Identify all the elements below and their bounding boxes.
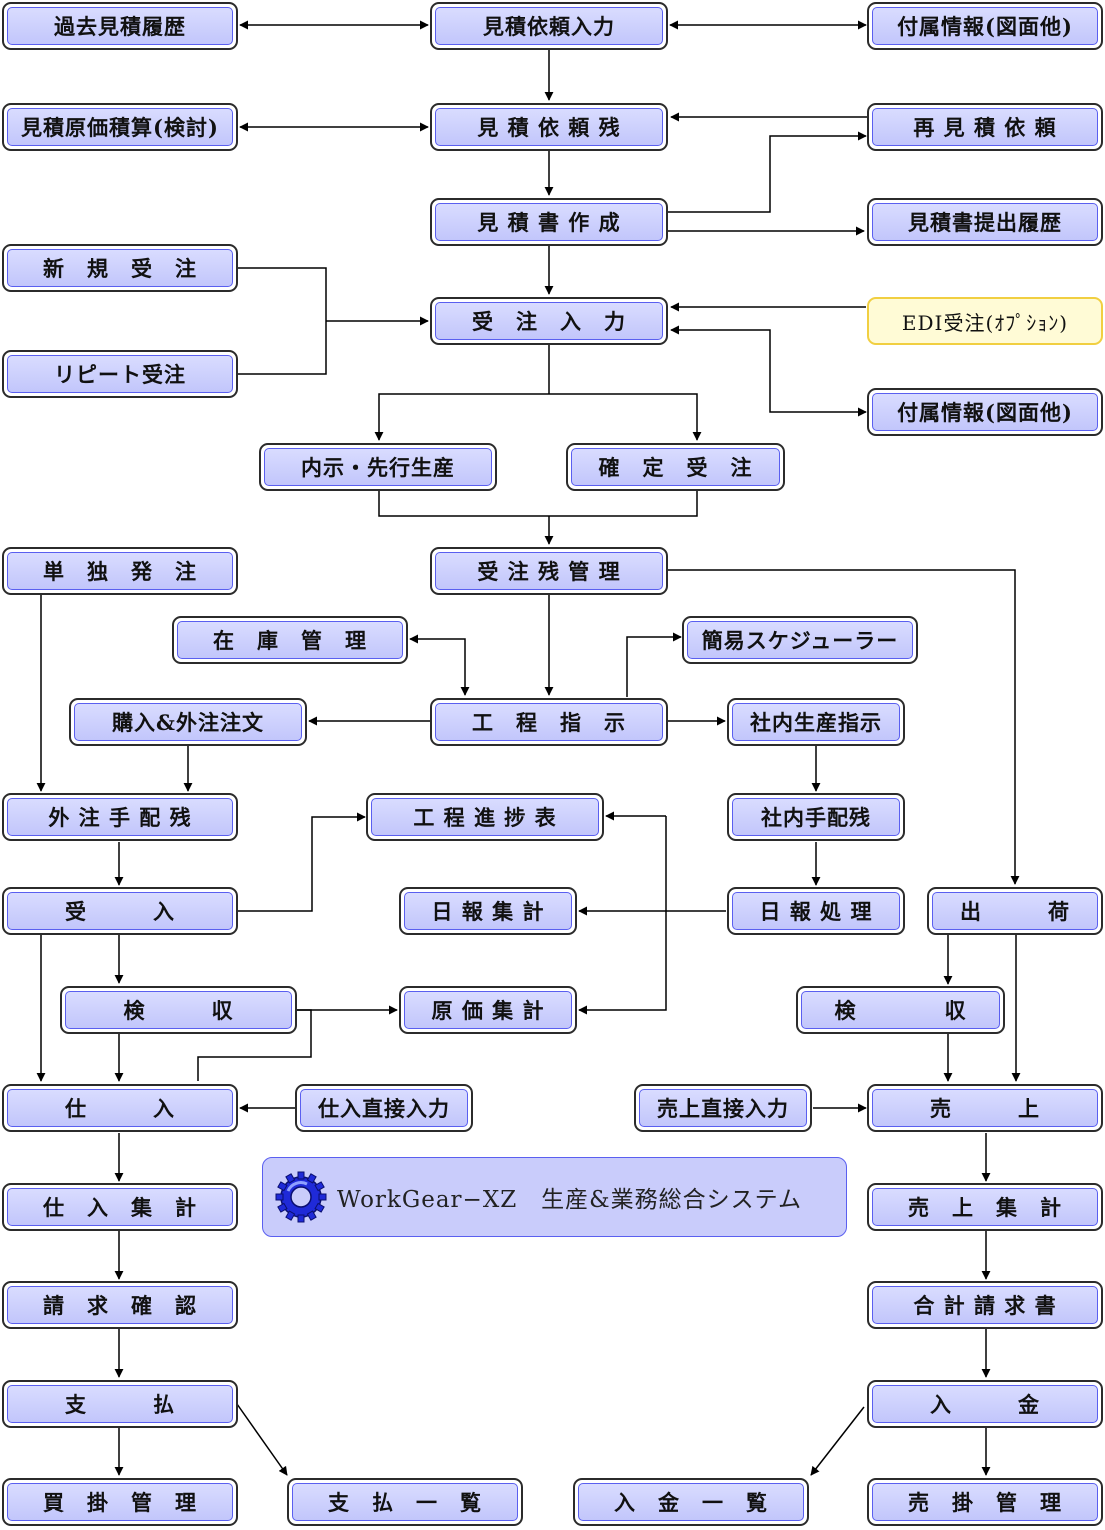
node-receipt[interactable]: 入 金	[867, 1380, 1103, 1428]
node-invoice-confirm[interactable]: 請 求 確 認	[2, 1281, 238, 1329]
node-outsource-backlog[interactable]: 外 注 手 配 残	[2, 793, 238, 841]
node-confirmed-order[interactable]: 確 定 受 注	[566, 443, 785, 491]
node-payables-mgmt[interactable]: 買 掛 管 理	[2, 1478, 238, 1526]
node-receiving[interactable]: 受 入	[2, 887, 238, 935]
node-simple-scheduler[interactable]: 簡易スケジューラー	[682, 616, 918, 664]
node-estimate-submit-history[interactable]: 見積書提出履歴	[867, 198, 1103, 246]
node-inspection-left[interactable]: 検 収	[60, 986, 297, 1034]
node-payment-list[interactable]: 支 払 一 覧	[287, 1478, 523, 1526]
node-provisional-production[interactable]: 内示・先行生産	[259, 443, 497, 491]
banner-title: WorkGear−XZ 生産&業務総合システム	[337, 1187, 802, 1213]
node-purchase-outsource-order[interactable]: 購入&外注注文	[69, 698, 307, 746]
node-repeat-order[interactable]: リピート受注	[2, 350, 238, 398]
node-sales-direct-input[interactable]: 売上直接入力	[634, 1084, 812, 1132]
node-edi-order[interactable]: EDI受注(ｵﾌﾟｼｮﾝ)	[867, 297, 1103, 345]
gear-icon	[275, 1171, 327, 1223]
node-daily-report-process[interactable]: 日 報 処 理	[727, 887, 905, 935]
node-standalone-order[interactable]: 単 独 発 注	[2, 547, 238, 595]
node-payment[interactable]: 支 払	[2, 1380, 238, 1428]
node-shipping[interactable]: 出 荷	[927, 887, 1103, 935]
node-inhouse-backlog[interactable]: 社内手配残	[727, 793, 905, 841]
node-estimate-cost-calc[interactable]: 見積原価積算(検討)	[2, 103, 238, 151]
node-purchase-total[interactable]: 仕 入 集 計	[2, 1183, 238, 1231]
node-purchase[interactable]: 仕 入	[2, 1084, 238, 1132]
node-progress-table[interactable]: 工 程 進 捗 表	[366, 793, 604, 841]
node-estimate-request-input[interactable]: 見積依頼入力	[430, 2, 668, 50]
node-receipt-list[interactable]: 入 金 一 覧	[573, 1478, 809, 1526]
node-daily-report-total[interactable]: 日 報 集 計	[399, 887, 577, 935]
node-inspection-right[interactable]: 検 収	[796, 986, 1005, 1034]
node-sales[interactable]: 売 上	[867, 1084, 1103, 1132]
node-attached-info-top[interactable]: 付属情報(図面他)	[867, 2, 1103, 50]
node-receivables-mgmt[interactable]: 売 掛 管 理	[867, 1478, 1103, 1526]
node-re-estimate-request[interactable]: 再 見 積 依 頼	[867, 103, 1103, 151]
node-total-invoice[interactable]: 合 計 請 求 書	[867, 1281, 1103, 1329]
node-inventory-mgmt[interactable]: 在 庫 管 理	[172, 616, 408, 664]
node-estimate-creation[interactable]: 見 積 書 作 成	[430, 198, 668, 246]
node-sales-total[interactable]: 売 上 集 計	[867, 1183, 1103, 1231]
system-banner: WorkGear−XZ 生産&業務総合システム	[262, 1157, 847, 1237]
node-order-backlog-mgmt[interactable]: 受 注 残 管 理	[430, 547, 668, 595]
node-purchase-direct-input[interactable]: 仕入直接入力	[295, 1084, 473, 1132]
node-new-order[interactable]: 新 規 受 注	[2, 244, 238, 292]
node-inhouse-production[interactable]: 社内生産指示	[727, 698, 905, 746]
node-process-instruction[interactable]: 工 程 指 示	[430, 698, 668, 746]
node-attached-info-mid[interactable]: 付属情報(図面他)	[867, 388, 1103, 436]
node-cost-total[interactable]: 原 価 集 計	[399, 986, 577, 1034]
node-order-input[interactable]: 受 注 入 力	[430, 297, 668, 345]
node-past-estimate-history[interactable]: 過去見積履歴	[2, 2, 238, 50]
node-estimate-request-backlog[interactable]: 見 積 依 頼 残	[430, 103, 668, 151]
